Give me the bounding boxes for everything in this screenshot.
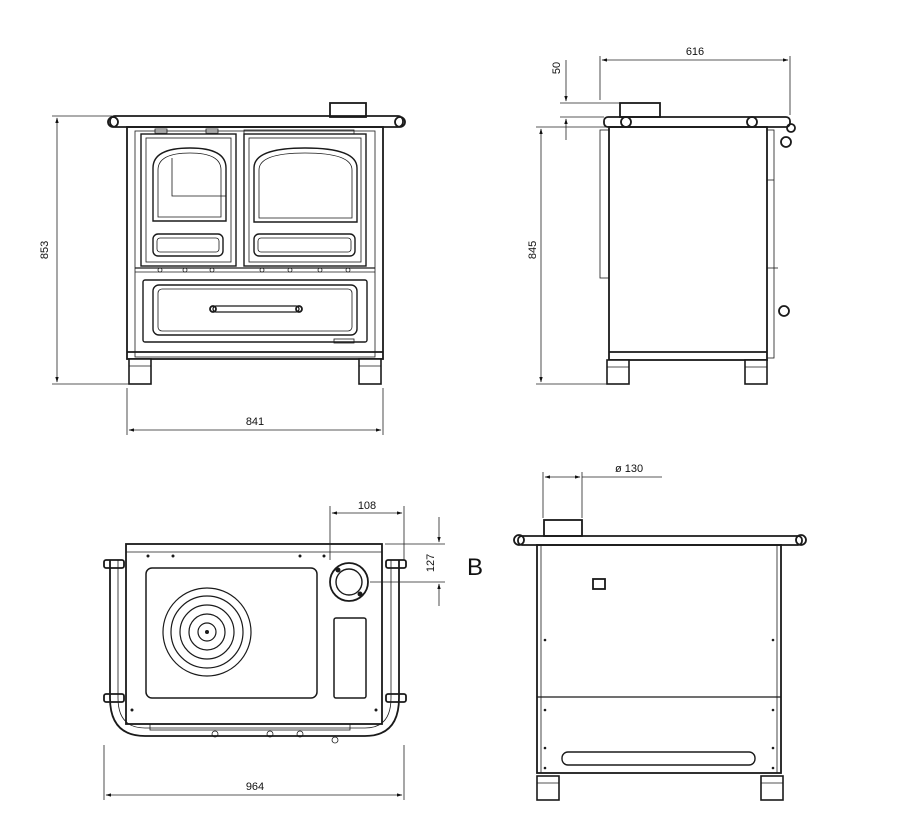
front-oven-door-inner xyxy=(248,137,362,263)
back-flue-diameter-label: ø 130 xyxy=(615,463,643,475)
back-dimensions: ø 130 xyxy=(542,463,662,518)
front-ash-panel-inner xyxy=(156,237,220,253)
front-view xyxy=(107,102,406,385)
front-maker-plate xyxy=(333,338,355,344)
front-rail-knob-left xyxy=(107,116,119,128)
top-flue-y-label: 127 xyxy=(425,554,437,572)
front-oven-panel xyxy=(253,233,356,257)
back-flue-stub xyxy=(543,519,583,537)
front-hook-1 xyxy=(154,128,168,134)
side-depth-label: 616 xyxy=(686,46,704,58)
side-foot-front xyxy=(606,359,630,385)
side-height-label: 845 xyxy=(527,241,539,259)
side-knob-bottom xyxy=(778,305,790,317)
top-view xyxy=(103,543,407,744)
side-flue-stub xyxy=(619,102,661,118)
front-flue-stub xyxy=(329,102,367,118)
side-knob-top xyxy=(780,136,792,148)
front-rail-knob-right xyxy=(394,116,406,128)
top-front-controls xyxy=(149,723,351,744)
back-drawer-lip xyxy=(561,751,756,766)
front-control-knobs xyxy=(157,267,351,273)
front-firebox-door xyxy=(140,133,237,267)
back-view-label: B xyxy=(467,554,483,581)
front-oven-door xyxy=(243,133,367,267)
side-top-rail xyxy=(603,116,791,128)
front-height-label: 853 xyxy=(39,241,51,259)
front-body xyxy=(126,126,384,360)
front-foot-right xyxy=(358,358,382,385)
front-inner-frame xyxy=(134,130,376,358)
top-dimensions: 108 127 964 xyxy=(103,500,445,800)
front-drawer xyxy=(142,279,368,343)
top-body xyxy=(125,543,383,725)
front-width-label: 841 xyxy=(246,416,264,428)
top-flue-x-label: 108 xyxy=(358,500,376,512)
front-oven-panel-inner xyxy=(257,237,352,253)
front-firebox-glass-mark xyxy=(171,158,226,197)
front-firebox-window xyxy=(152,147,227,222)
top-rail xyxy=(109,560,400,737)
front-oven-window xyxy=(253,147,358,223)
side-body xyxy=(608,126,768,361)
back-foot-right xyxy=(760,775,784,801)
back-plate xyxy=(592,578,606,590)
top-hob-ring-1 xyxy=(162,587,252,677)
front-oven-window-inner xyxy=(258,152,353,219)
front-dimensions: 853 841 xyxy=(39,115,384,435)
front-drawer-handle xyxy=(212,305,300,313)
top-width-label: 964 xyxy=(246,781,264,793)
back-foot-left xyxy=(536,775,560,801)
top-cooking-plate xyxy=(145,567,318,699)
side-foot-back xyxy=(744,359,768,385)
back-body xyxy=(536,544,782,774)
front-firebox-door-inner xyxy=(145,137,232,263)
front-hook-2 xyxy=(205,128,219,134)
side-door-profile xyxy=(599,129,610,279)
front-drawer-face xyxy=(152,284,358,336)
side-back-panel xyxy=(766,129,775,359)
side-rail-end xyxy=(786,123,796,133)
front-firebox-window-inner xyxy=(157,152,222,218)
front-foot-left xyxy=(128,358,152,385)
side-view xyxy=(599,102,796,385)
front-ash-panel xyxy=(152,233,224,257)
back-view xyxy=(513,519,807,801)
top-flue-collar xyxy=(329,562,369,602)
back-top-rail xyxy=(517,535,803,546)
front-drawer-face-inner xyxy=(157,288,353,332)
top-warming-slot xyxy=(333,617,367,699)
side-dimensions: 616 50 845 xyxy=(527,46,791,385)
side-flue-offset-label: 50 xyxy=(551,62,563,74)
